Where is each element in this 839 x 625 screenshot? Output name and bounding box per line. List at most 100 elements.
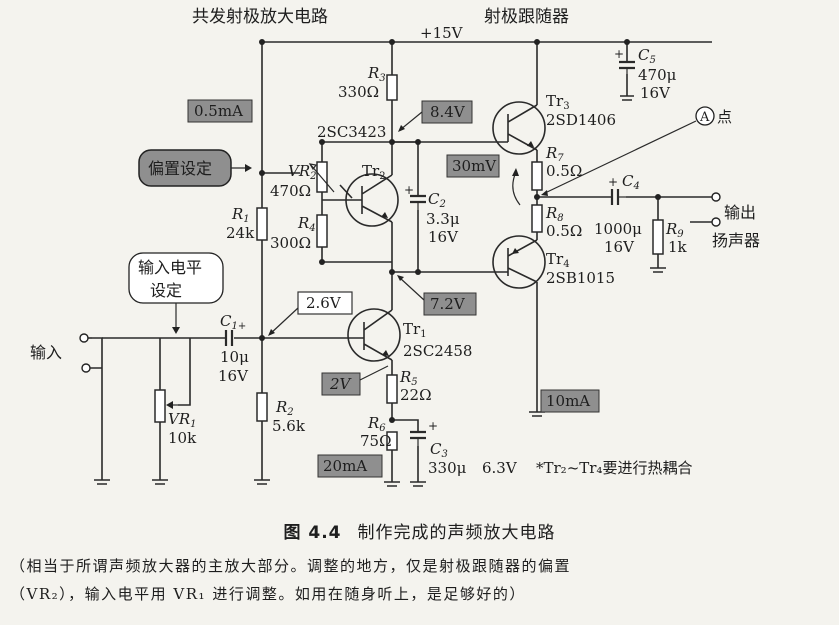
svg-text:6.3V: 6.3V [482,459,518,477]
terminal-circles [79,192,721,373]
svg-text:R4: R4 [297,214,316,234]
svg-text:2V: 2V [329,375,353,393]
svg-text:10μ: 10μ [220,348,249,366]
svg-text:300Ω: 300Ω [270,234,311,252]
svg-text:16V: 16V [218,367,249,385]
figure-title: 制作完成的声频放大电路 [357,523,556,543]
svg-text:2SB1015: 2SB1015 [546,269,615,287]
r9-resistor [652,219,664,255]
svg-text:C3: C3 [430,440,448,460]
circuit-wires [84,41,712,482]
output-terminal-label: 输出 [724,203,756,222]
heading-emitter-follower: 射极跟随器 [484,7,569,27]
heading-common-emitter: 共发射极放大电路 [192,7,328,27]
svg-text:VR1: VR1 [168,410,197,430]
c4-capacitor [610,189,620,205]
label-r8: R80.5Ω [545,204,582,240]
svg-text:R2: R2 [275,398,294,418]
svg-text:+: + [428,419,438,433]
svg-text:输入电平: 输入电平 [138,258,202,277]
svg-text:设定: 设定 [150,281,182,300]
indicator-mid-voltage: 7.2V [423,292,477,316]
svg-text:10mA: 10mA [546,392,590,410]
svg-text:24k: 24k [226,224,255,242]
svg-text:Tr4: Tr4 [546,250,570,270]
caption-note-line-2: （VR₂），输入电平用 VR₁ 进行调整。如用在随身听上，是足够好的） [10,585,526,603]
svg-text:22Ω: 22Ω [400,386,432,404]
svg-text:0.5mA: 0.5mA [194,102,243,120]
speaker-label: 扬声器 [712,231,760,250]
svg-text:10k: 10k [168,429,197,447]
svg-text:8.4V: 8.4V [430,103,466,121]
svg-text:R3: R3 [367,64,386,84]
svg-text:20mA: 20mA [323,457,367,475]
svg-text:5.6k: 5.6k [272,417,306,435]
indicator-tr2-collector: 8.4V [421,100,473,124]
svg-text:330Ω: 330Ω [338,83,379,101]
svg-text:C1+: C1+ [220,312,246,332]
r2-resistor [256,392,268,422]
c1-capacitor [224,330,234,346]
svg-text:16V: 16V [604,238,635,256]
svg-text:30mV: 30mV [452,157,497,175]
r3-resistor [386,74,398,101]
input-terminal-label: 输入 [30,343,62,362]
vr1-resistor [154,389,166,423]
svg-text:16V: 16V [428,228,459,246]
r6-resistor [386,431,398,451]
svg-text:+: + [404,183,414,197]
vr2-resistor [316,161,328,193]
svg-text:A: A [699,110,710,125]
svg-text:2SC3423: 2SC3423 [317,123,386,141]
svg-text:7.2V: 7.2V [430,295,466,313]
circuit-schematic: ++++ 共发射极放大电路 射极跟随器 +15V 0.5mA [30,7,760,487]
svg-text:C2: C2 [428,190,446,210]
svg-text:75Ω: 75Ω [360,432,392,450]
r7-resistor [531,161,543,191]
svg-text:1000μ: 1000μ [594,220,642,238]
c3-capacitor [410,430,426,440]
indicator-input-voltage: 2.6V [297,291,353,315]
ground-symbols [94,95,666,487]
tr4-transistor [492,235,546,289]
indicator-r7r8-voltage: 30mV [446,154,500,178]
r4-resistor [316,214,328,248]
tr3-transistor [492,101,546,155]
svg-text:330μ: 330μ [428,459,467,477]
svg-text:偏置设定: 偏置设定 [148,159,212,178]
indicator-bias-current: 0.5mA [187,99,253,123]
r1-resistor [256,207,268,241]
svg-text:Tr3: Tr3 [546,92,570,112]
svg-text:2SD1406: 2SD1406 [546,111,616,129]
svg-text:470μ: 470μ [638,66,677,84]
label-r2: R25.6k [272,398,306,435]
indicator-emitter-voltage: 2V [321,372,361,396]
svg-text:0.5Ω: 0.5Ω [546,162,582,180]
svg-text:0.5Ω: 0.5Ω [546,222,582,240]
svg-text:+: + [614,47,624,61]
r8-resistor [531,204,543,233]
supply-voltage-label: +15V [420,24,464,42]
svg-text:VR2: VR2 [288,162,317,182]
thermal-coupling-footnote: *Tr₂~Tr₄要进行热耦合 [536,459,692,477]
svg-text:R5: R5 [399,368,418,388]
resistor-symbols [154,74,664,451]
svg-text:2SC2458: 2SC2458 [403,342,472,360]
r5-resistor [386,374,398,404]
svg-text:R9: R9 [665,220,684,240]
